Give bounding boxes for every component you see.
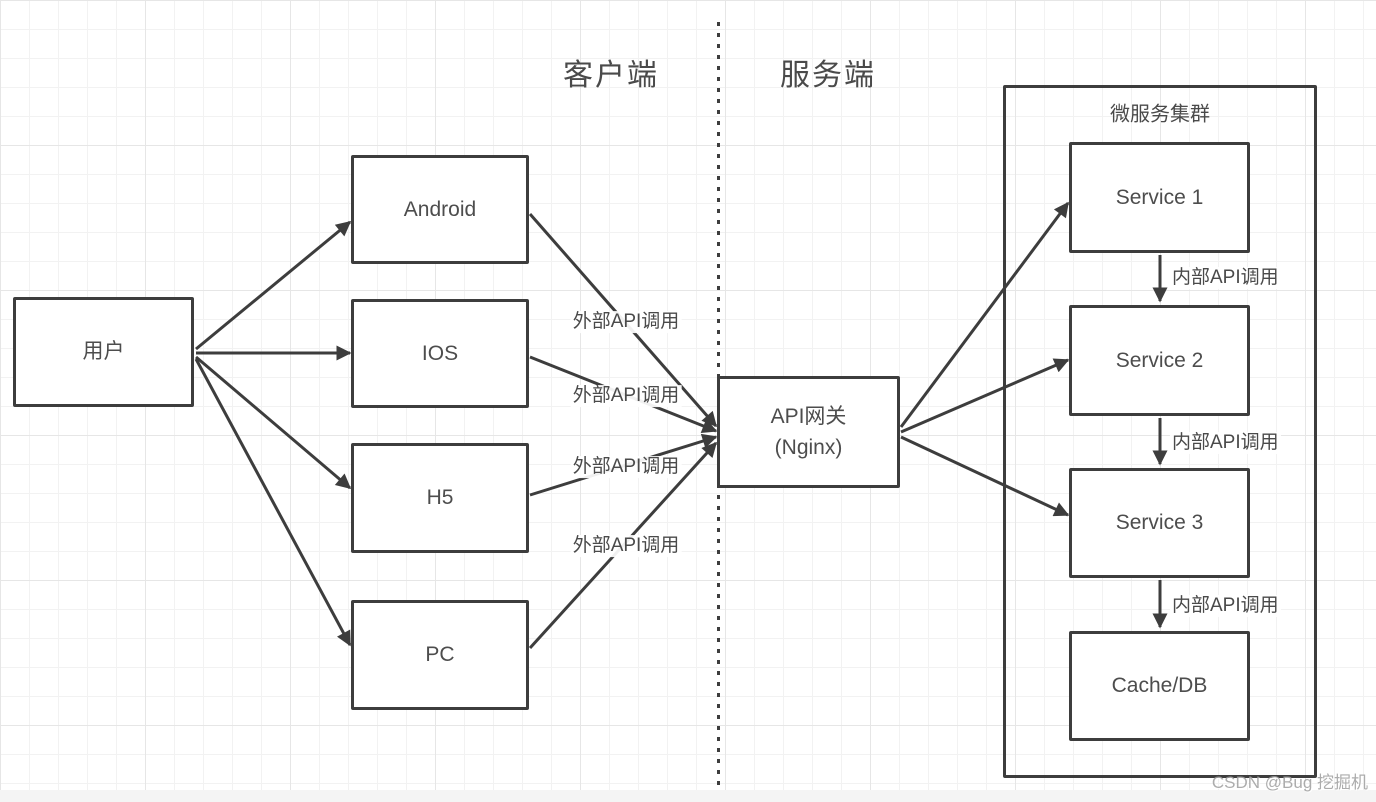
edge-label-internal-api-1: 内部API调用 bbox=[1170, 267, 1281, 289]
node-service-3: Service 3 bbox=[1069, 468, 1250, 578]
node-service-3-label: Service 3 bbox=[1115, 511, 1204, 535]
node-ios-label: IOS bbox=[421, 341, 459, 365]
edge-label-external-api-2: 外部API调用 bbox=[570, 385, 682, 407]
cluster-box bbox=[1003, 85, 1317, 778]
node-api-gateway-subtitle: (Nginx) bbox=[774, 436, 843, 459]
node-pc-label: PC bbox=[425, 643, 455, 667]
node-cache-db: Cache/DB bbox=[1069, 631, 1250, 741]
node-api-gateway: API网关 (Nginx) bbox=[717, 376, 900, 488]
section-label-client: 客户端 bbox=[563, 59, 659, 92]
watermark: CSDN @Bug 挖掘机 bbox=[1211, 773, 1368, 792]
edge-gateway-service2 bbox=[900, 358, 1070, 434]
edge-label-external-api-3: 外部API调用 bbox=[570, 456, 682, 478]
node-api-gateway-title: API网关 bbox=[770, 404, 847, 428]
bottom-strip bbox=[0, 790, 1376, 802]
node-pc: PC bbox=[351, 600, 529, 710]
edge-label-internal-api-3: 内部API调用 bbox=[1170, 595, 1281, 617]
edge-user-android bbox=[195, 220, 352, 351]
node-cache-db-label: Cache/DB bbox=[1111, 674, 1208, 698]
node-user: 用户 bbox=[13, 297, 194, 407]
node-service-2: Service 2 bbox=[1069, 305, 1250, 416]
node-service-2-label: Service 2 bbox=[1115, 348, 1204, 372]
node-service-1: Service 1 bbox=[1069, 142, 1250, 253]
edge-user-h5 bbox=[195, 355, 352, 490]
node-user-label: 用户 bbox=[82, 340, 125, 364]
node-ios: IOS bbox=[351, 299, 529, 408]
node-h5: H5 bbox=[351, 443, 529, 553]
edge-label-internal-api-2: 内部API调用 bbox=[1170, 432, 1281, 454]
node-android: Android bbox=[351, 155, 529, 264]
node-android-label: Android bbox=[403, 197, 477, 221]
edge-gateway-service3 bbox=[900, 435, 1070, 517]
node-service-1-label: Service 1 bbox=[1115, 185, 1204, 209]
section-label-server: 服务端 bbox=[780, 59, 876, 92]
node-h5-label: H5 bbox=[426, 486, 454, 510]
cluster-title: 微服务集群 bbox=[1110, 103, 1210, 126]
edge-user-pc bbox=[194, 358, 352, 647]
edge-gateway-service1 bbox=[899, 201, 1070, 428]
edge-label-external-api-1: 外部API调用 bbox=[570, 311, 682, 333]
edge-label-external-api-4: 外部API调用 bbox=[570, 535, 682, 557]
